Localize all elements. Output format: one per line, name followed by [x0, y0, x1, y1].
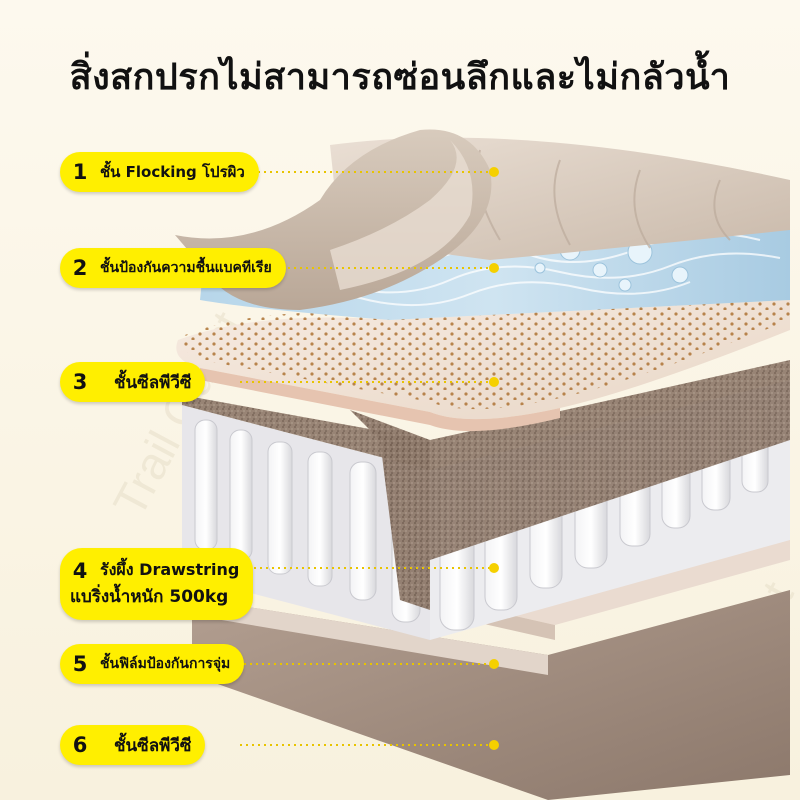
layer-number: 1 [72, 160, 88, 184]
layer-label-1: 1 ชั้น Flocking โปรผิว [60, 152, 259, 192]
leader-dots [489, 167, 499, 750]
layer-number: 4 [72, 558, 88, 583]
layer-text: ชั้นป้องกันความชื้นแบคทีเรีย [100, 260, 272, 276]
honeycomb-fuzz [182, 360, 790, 560]
layer-number: 6 [72, 733, 88, 757]
layer-text: รังผึ้ง Drawstring [100, 560, 240, 579]
layer-label-2: 2 ชั้นป้องกันความชื้นแบคทีเรีย [60, 248, 286, 288]
page-title: สิ่งสกปรกไม่สามารถซ่อนลึกและไม่กลัวน้ำ [69, 57, 731, 98]
layer-text: ชั้นฟิล์มป้องกันการจุ่ม [100, 656, 231, 672]
layer-number: 2 [72, 256, 88, 280]
layer-label-4: 4 รังผึ้ง Drawstring แบริ่งน้ำหนัก 500kg [60, 548, 254, 620]
layer-text: ชั้นซีลพีวีซี [114, 372, 192, 393]
layer-number: 5 [72, 652, 88, 676]
leader-lines [240, 171, 492, 746]
layer-label-3: 3 ชั้นซีลพีวีซี [60, 362, 206, 402]
layer-number: 3 [72, 370, 88, 394]
layer-label-6: 6 ชั้นซีลพีวีซี [60, 725, 206, 765]
layer-6-base [192, 590, 790, 800]
layer-text: ชั้น Flocking โปรผิว [100, 163, 245, 181]
layer-text-line2: แบริ่งน้ำหนัก 500kg [70, 587, 229, 607]
layer-label-5: 5 ชั้นฟิล์มป้องกันการจุ่ม [60, 644, 245, 684]
layer-text: ชั้นซีลพีวีซี [114, 735, 192, 756]
